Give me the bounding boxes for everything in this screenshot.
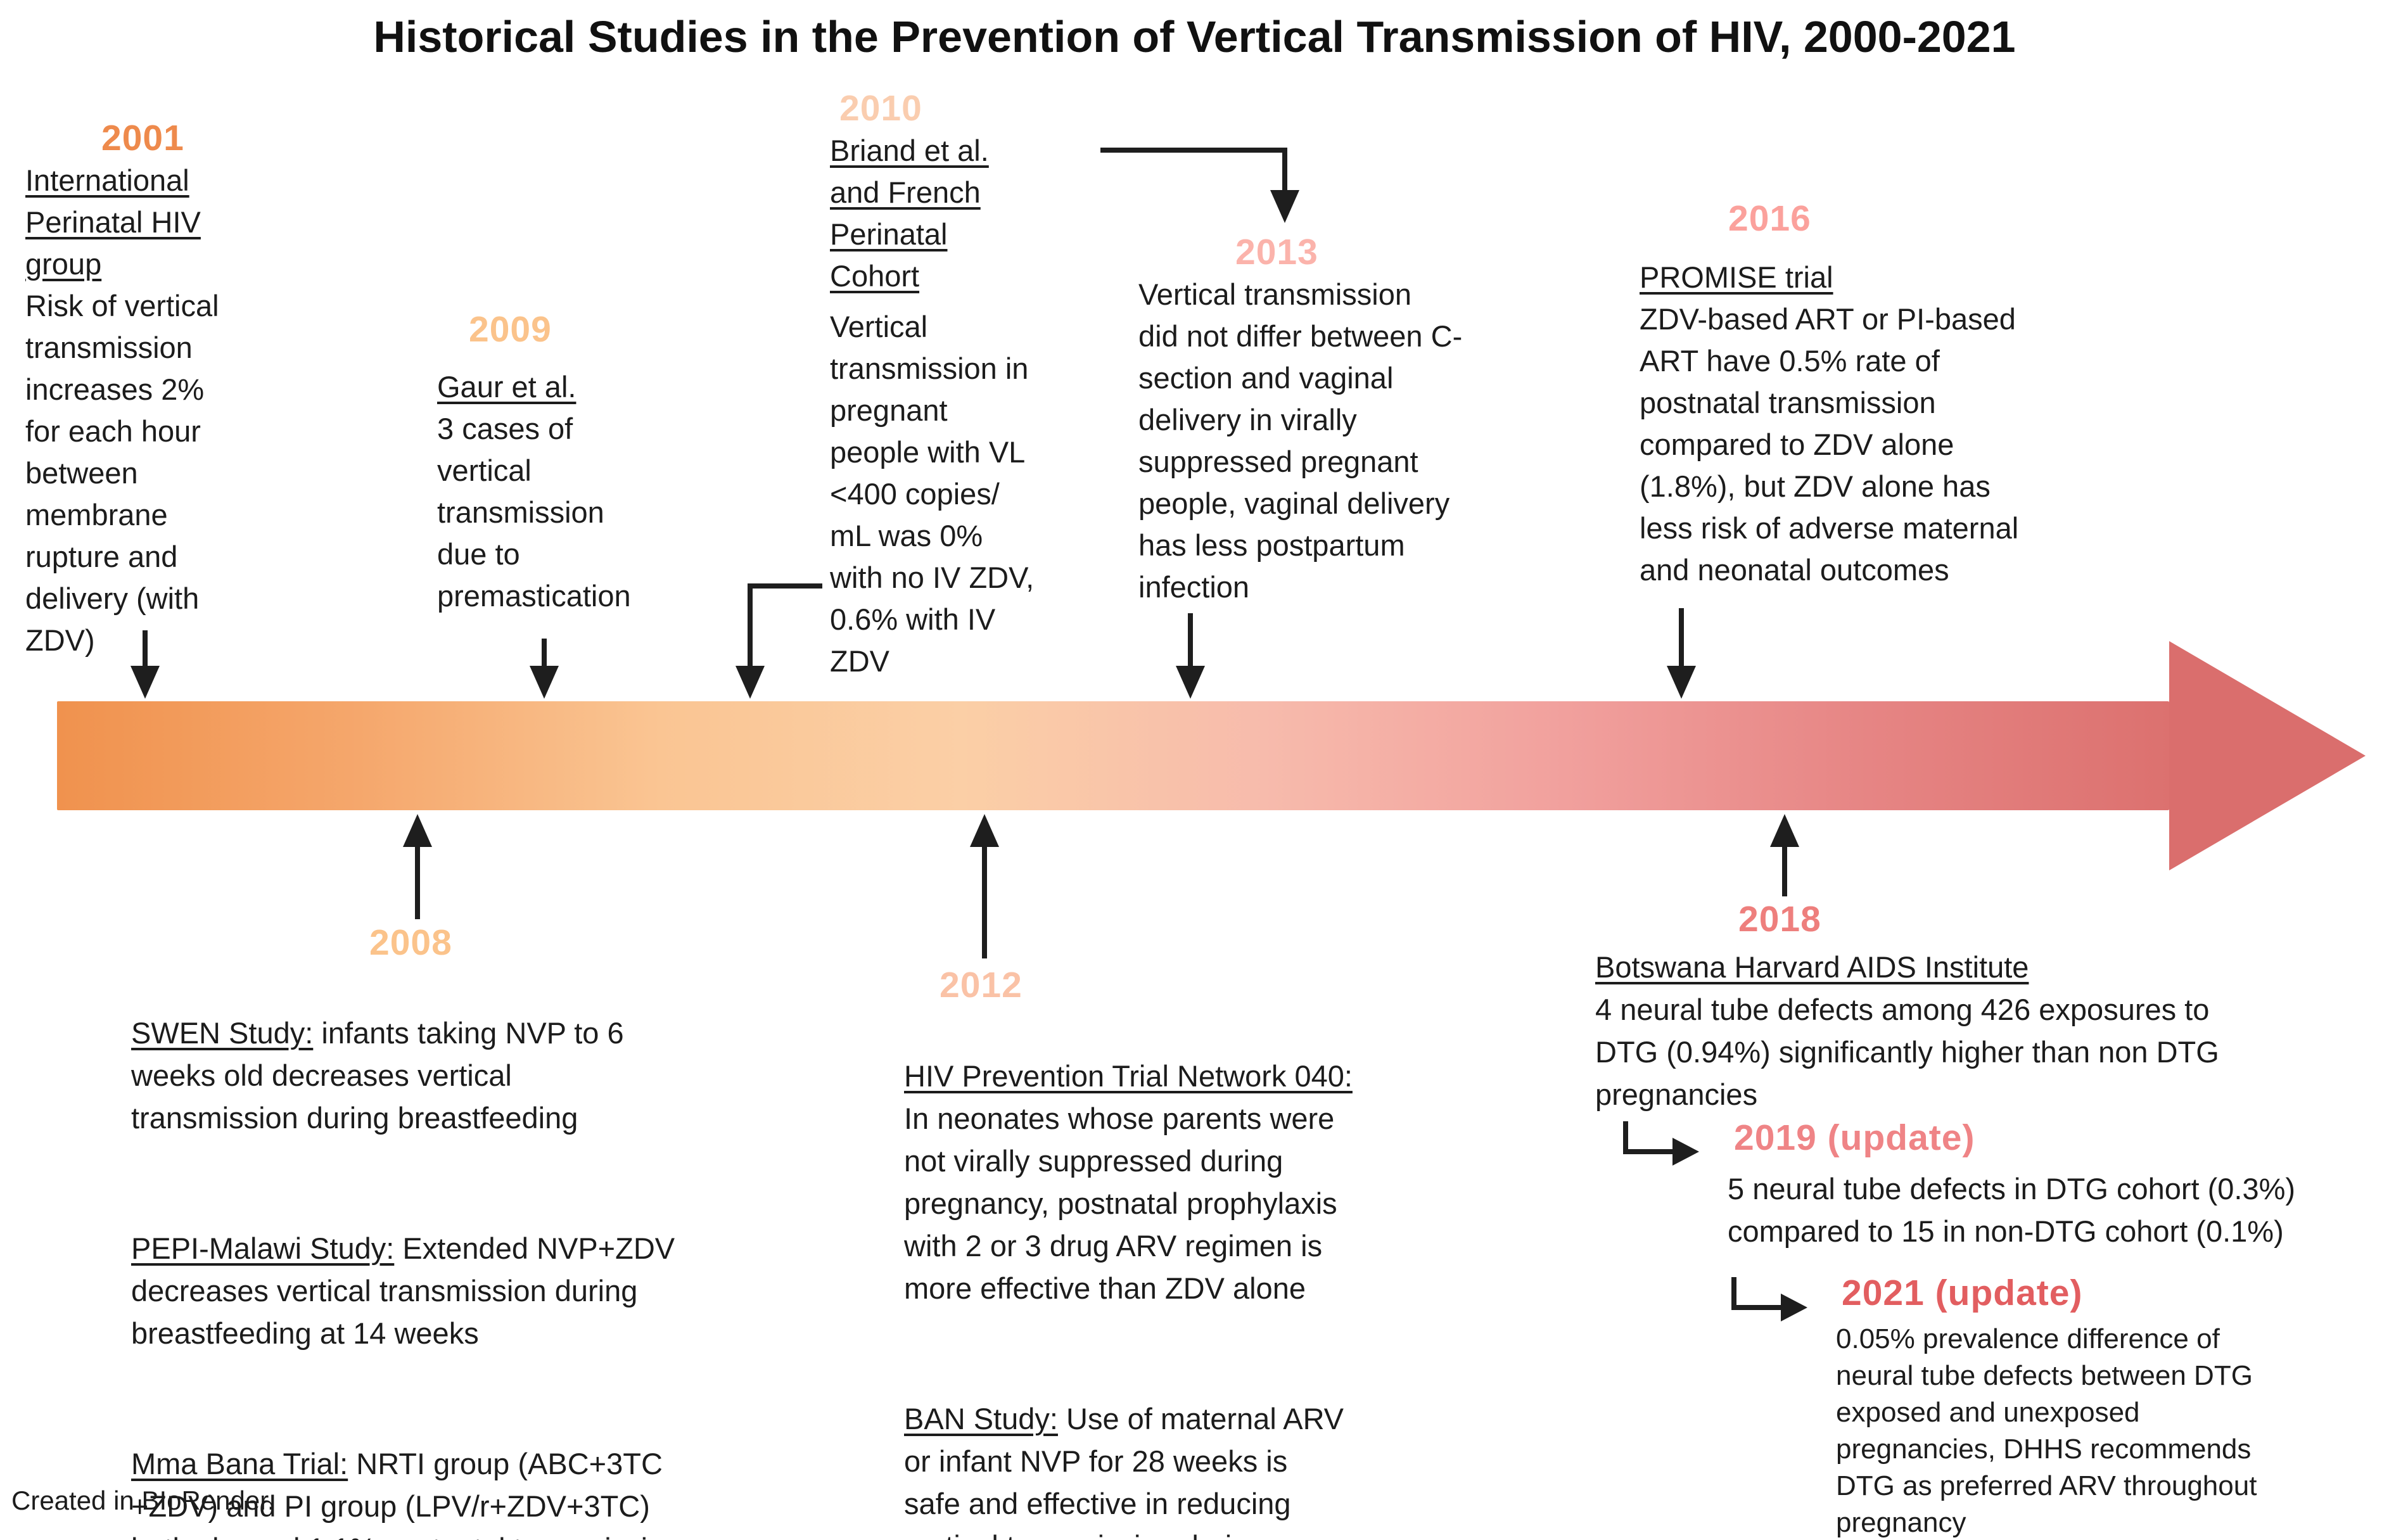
year-label-2013: 2013 (1235, 232, 1318, 272)
connector-arrow-2018 (1782, 844, 1787, 896)
event-2010: Briand et al. and French Perinatal Cohor… (830, 130, 1109, 682)
connector-elbow-2010-2013-horizontal (1100, 148, 1287, 153)
connector-arrow-2016 (1679, 608, 1684, 668)
event-2018-body: 4 neural tube defects among 426 exposure… (1595, 993, 2219, 1111)
event-2012: HIV Prevention Trial Network 040: In neo… (904, 1012, 1525, 1540)
connector-elbow-2010-vertical (748, 583, 753, 667)
event-2009: Gaur et al. 3 cases of vertical transmis… (437, 366, 716, 617)
event-2001-heading: International Perinatal HIV group (25, 163, 201, 281)
year-label-2018: 2018 (1738, 899, 1821, 939)
connector-elbow-2010-horizontal (748, 583, 822, 589)
event-2009-heading: Gaur et al. (437, 370, 577, 404)
event-2019-body: 5 neural tube defects in DTG cohort (0.3… (1728, 1172, 2296, 1248)
connector-elbow-2019-arrowhead (1672, 1138, 1699, 1166)
event-2018-heading: Botswana Harvard AIDS Institute (1595, 950, 2029, 984)
connector-arrowhead-2018 (1770, 814, 1799, 847)
year-label-2009: 2009 (469, 309, 552, 350)
year-label-2008: 2008 (369, 922, 452, 963)
study-ban-text: Use of maternal ARV or infant NVP for 28… (904, 1402, 1344, 1540)
study-hptn040: HIV Prevention Trial Network 040: In neo… (904, 1012, 1525, 1309)
event-2010-heading: Briand et al. and French Perinatal Cohor… (830, 134, 989, 293)
connector-elbow-2010-arrowhead (736, 666, 765, 699)
connector-arrowhead-2016 (1667, 666, 1696, 699)
study-ban: BAN Study: Use of maternal ARV or infant… (904, 1355, 1525, 1540)
study-hptn040-label: HIV Prevention Trial Network 040: (904, 1059, 1353, 1093)
connector-arrow-2013 (1188, 613, 1193, 668)
page-title: Historical Studies in the Prevention of … (373, 12, 2016, 61)
event-2010-body: Vertical transmission in pregnant people… (830, 310, 1035, 678)
connector-arrowhead-2001 (131, 666, 160, 699)
study-swen: SWEN Study: infants taking NVP to 6 week… (131, 969, 777, 1139)
event-2016-body: ZDV-based ART or PI-based ART have 0.5% … (1640, 302, 2019, 587)
study-swen-text: infants taking NVP to 6 weeks old decrea… (131, 1016, 624, 1135)
year-label-2016: 2016 (1728, 198, 1811, 239)
study-mma-bana: Mma Bana Trial: NRTI group (ABC+3TC +ZDV… (131, 1400, 777, 1540)
credit: Created in BIoRender. (11, 1486, 275, 1515)
study-pepi-malawi-label: PEPI-Malawi Study: (131, 1231, 395, 1265)
connector-arrow-2008 (415, 844, 420, 919)
connector-elbow-2019-horizontal (1623, 1149, 1672, 1154)
connector-elbow-2010-2013-vertical (1282, 148, 1287, 193)
event-2016: PROMISE trial ZDV-based ART or PI-based … (1640, 257, 2197, 591)
connector-arrowhead-2012 (970, 814, 999, 847)
event-2009-body: 3 cases of vertical transmission due to … (437, 412, 631, 613)
year-label-2021: 2021 (update) (1842, 1273, 2083, 1313)
connector-elbow-2021-arrowhead (1781, 1294, 1807, 1321)
event-2001-body: Risk of vertical transmission increases … (25, 289, 219, 657)
connector-arrowhead-2008 (403, 814, 432, 847)
connector-arrow-2009 (542, 639, 547, 668)
study-swen-label: SWEN Study: (131, 1016, 314, 1050)
connector-arrowhead-2009 (530, 666, 559, 699)
study-pepi-malawi: PEPI-Malawi Study: Extended NVP+ZDV decr… (131, 1185, 777, 1354)
event-2018: Botswana Harvard AIDS Institute 4 neural… (1595, 946, 2389, 1116)
timeline-band (57, 701, 2169, 810)
connector-arrow-2001 (143, 630, 148, 668)
connector-elbow-2021-vertical (1731, 1277, 1736, 1310)
event-2008: SWEN Study: infants taking NVP to 6 week… (131, 969, 777, 1540)
connector-elbow-2010-2013-arrowhead (1270, 190, 1299, 223)
study-mma-bana-text: NRTI group (ABC+3TC +ZDV) and PI group (… (131, 1447, 680, 1540)
connector-elbow-2019-vertical (1623, 1121, 1628, 1154)
timeline-arrowhead (2169, 641, 2366, 870)
study-mma-bana-label: Mma Bana Trial: (131, 1447, 348, 1480)
connector-elbow-2021-horizontal (1731, 1305, 1781, 1310)
connector-arrow-2012 (982, 844, 987, 958)
event-2001: International Perinatal HIV group Risk o… (25, 160, 355, 661)
event-2021-body: 0.05% prevalence difference of neural tu… (1836, 1323, 2257, 1538)
year-label-2019: 2019 (update) (1734, 1117, 1975, 1158)
study-hptn040-text: In neonates whose parents were not viral… (904, 1102, 1337, 1305)
year-label-2001: 2001 (101, 118, 184, 158)
event-2013-body: Vertical transmission did not differ bet… (1138, 277, 1463, 604)
study-ban-label: BAN Study: (904, 1402, 1058, 1435)
year-label-2012: 2012 (940, 965, 1022, 1005)
study-pepi-malawi-text: Extended NVP+ZDV decreases vertical tran… (131, 1231, 675, 1350)
year-label-2010: 2010 (839, 88, 922, 129)
event-2016-heading: PROMISE trial (1640, 260, 1833, 294)
connector-arrowhead-2013 (1176, 666, 1205, 699)
